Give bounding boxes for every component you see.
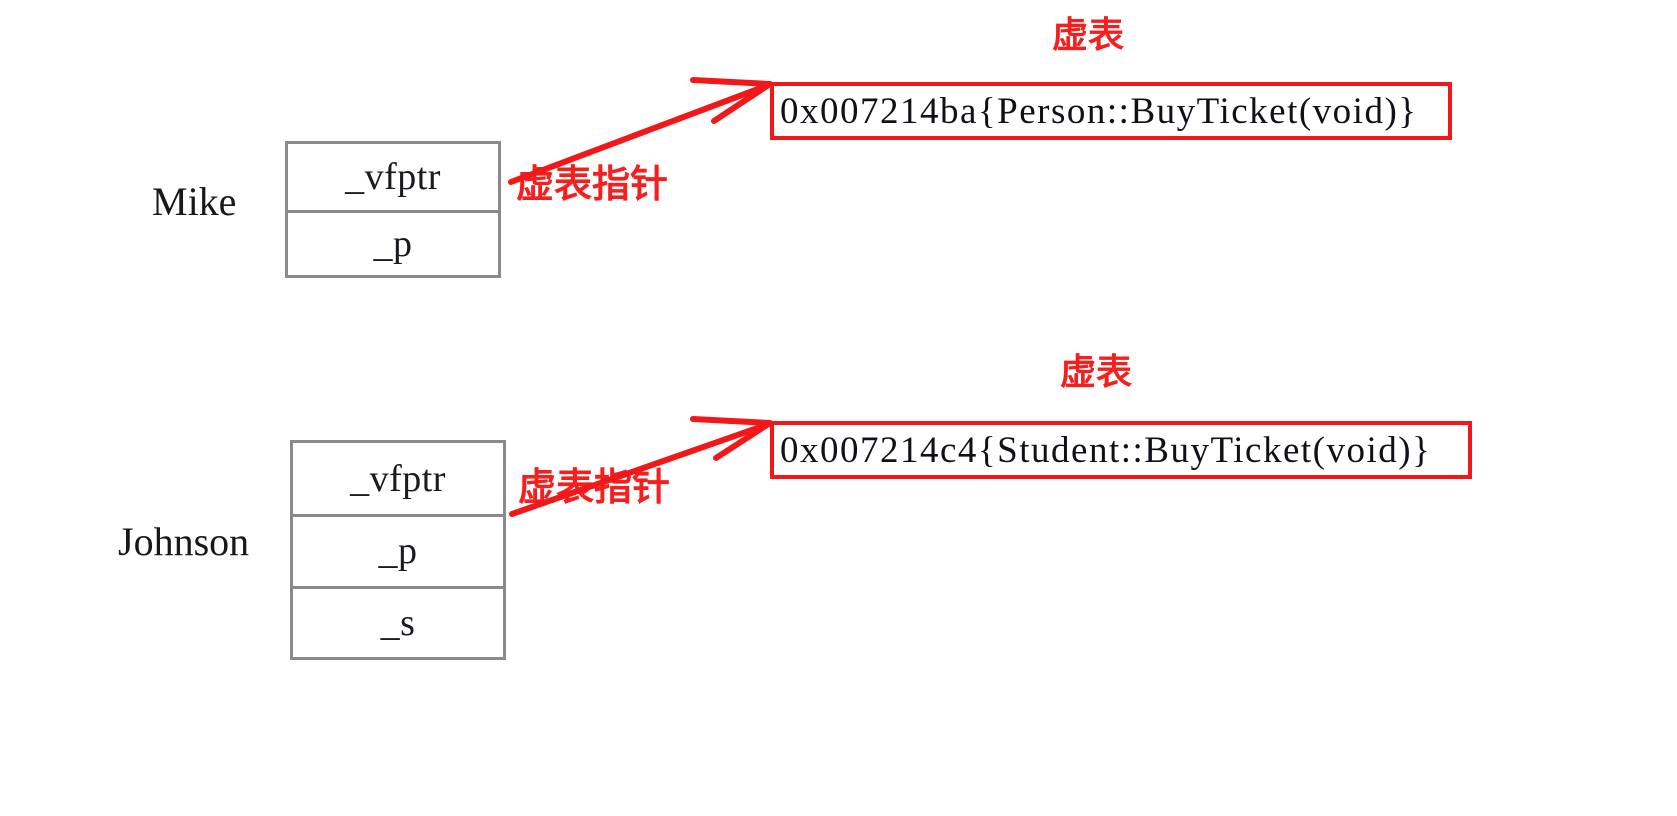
vtable-entry-person: 0x007214ba{Person::BuyTicket(void)} xyxy=(780,90,1418,132)
vtable-box-person: 0x007214ba{Person::BuyTicket(void)} xyxy=(770,82,1452,140)
object-cell-johnson-p: _p xyxy=(293,514,503,586)
vfptr-pointer-label-johnson: 虚表指针 xyxy=(518,465,671,509)
object-cell-mike-p: _p xyxy=(288,209,498,275)
vtable-title-person: 虚表 xyxy=(1052,15,1125,56)
vtable-entry-student: 0x007214c4{Student::BuyTicket(void)} xyxy=(780,429,1432,471)
object-label-mike: Mike xyxy=(152,179,237,224)
vtable-box-student: 0x007214c4{Student::BuyTicket(void)} xyxy=(770,421,1472,479)
object-cell-mike-vfptr: _vfptr xyxy=(288,144,498,210)
object-box-mike: _vfptr _p xyxy=(285,141,501,278)
object-label-johnson: Johnson xyxy=(118,519,250,564)
vtable-title-student: 虚表 xyxy=(1060,352,1133,393)
object-box-johnson: _vfptr _p _s xyxy=(290,440,506,660)
object-cell-johnson-vfptr: _vfptr xyxy=(293,443,503,515)
object-cell-johnson-s: _s xyxy=(293,585,503,657)
vfptr-pointer-label-mike: 虚表指针 xyxy=(516,162,669,206)
